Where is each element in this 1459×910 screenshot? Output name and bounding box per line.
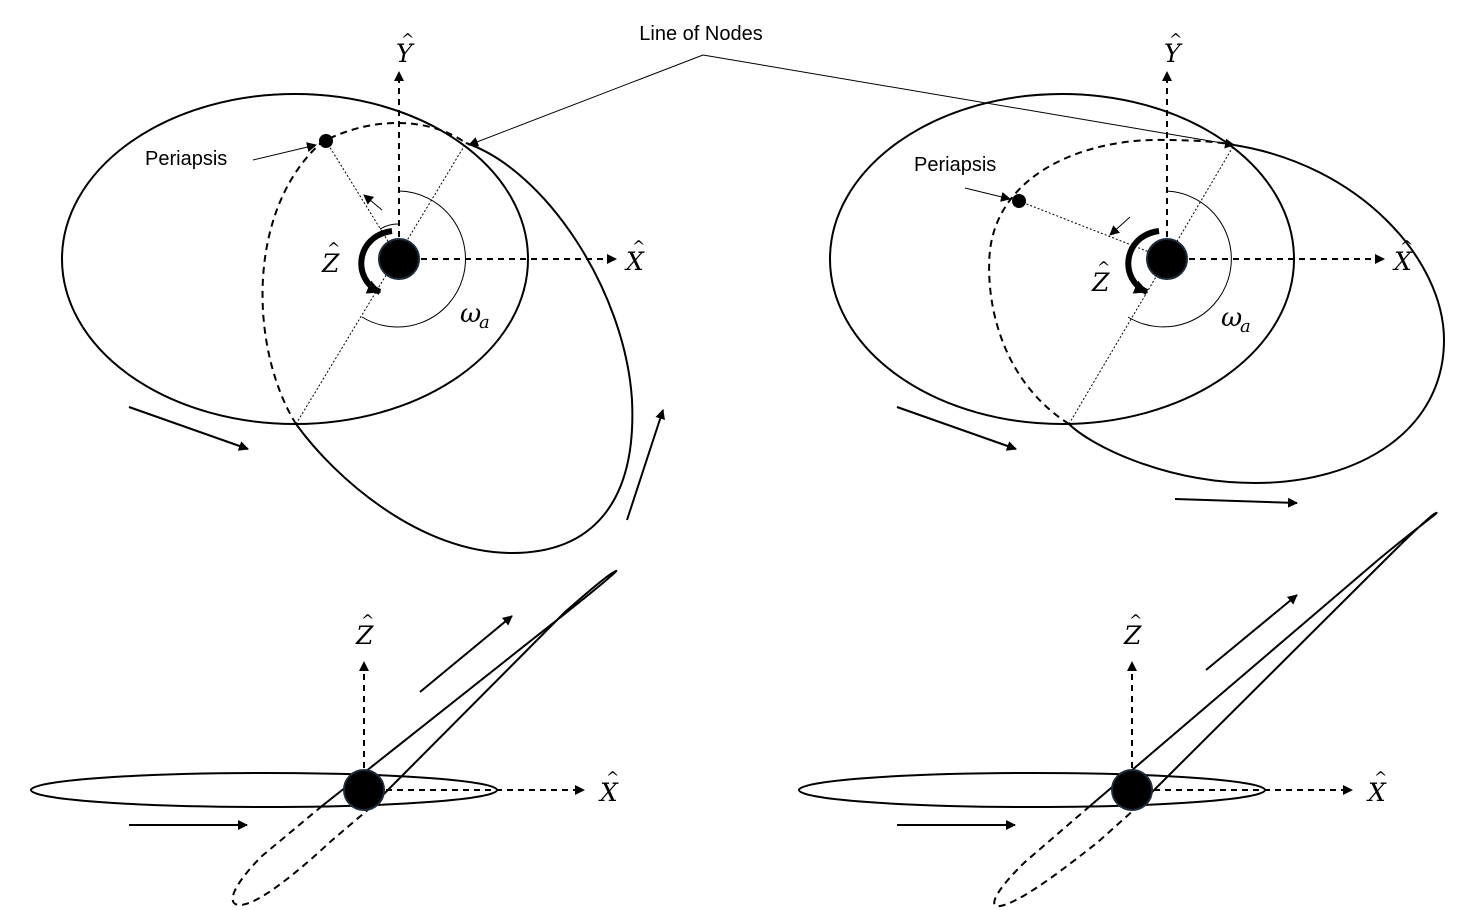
periapsis-label: Periapsis bbox=[145, 148, 227, 170]
z-rotation-arrow bbox=[358, 228, 393, 295]
y-axis-label: Y bbox=[1164, 39, 1183, 68]
z-axis-hat: ^ bbox=[327, 239, 340, 258]
z-axis-hat: ^ bbox=[1097, 258, 1110, 277]
z-axis-label: Z bbox=[321, 249, 340, 278]
inclined-orbit-dashed bbox=[261, 122, 467, 425]
y-axis-hat: ^ bbox=[401, 30, 414, 49]
x-axis-hat: ^ bbox=[1400, 237, 1413, 256]
bottom-right-panel: Z ^ X ^ bbox=[798, 511, 1438, 908]
z-axis-label: Z bbox=[1091, 268, 1110, 297]
top-left-panel: Periapsis Y ^ X ^ Z ^ ω a bbox=[61, 30, 665, 555]
central-body bbox=[1111, 769, 1153, 811]
x-axis-hat: ^ bbox=[606, 768, 619, 787]
line-of-nodes-pointer-right bbox=[702, 54, 1235, 149]
periapsis-point bbox=[1012, 194, 1026, 208]
periapsis-pointer bbox=[964, 187, 1011, 202]
omega-arc bbox=[1127, 190, 1232, 328]
top-right-panel: Periapsis Y ^ X ^ Z ^ ω a bbox=[829, 30, 1446, 508]
periapsis-line bbox=[325, 140, 400, 260]
inclined-motion-arrow bbox=[419, 615, 513, 693]
y-axis-hat: ^ bbox=[1169, 30, 1182, 49]
central-body bbox=[378, 238, 420, 280]
periapsis-label: Periapsis bbox=[914, 154, 996, 176]
angle-pointer bbox=[363, 194, 383, 211]
y-axis-label: Y bbox=[396, 39, 415, 68]
node-angle-arrow bbox=[379, 223, 400, 230]
x-axis-label: X bbox=[1366, 778, 1387, 807]
inclined-orbit-dashed bbox=[231, 805, 371, 907]
z-axis-hat: ^ bbox=[361, 611, 374, 630]
reference-motion-arrow bbox=[128, 406, 249, 451]
inclined-orbit-solid bbox=[1068, 144, 1446, 485]
inclined-orbit-solid bbox=[321, 569, 618, 809]
omega-arc bbox=[361, 190, 466, 328]
omega-label: ω bbox=[460, 299, 481, 329]
bottom-left-panel: Z ^ X ^ bbox=[30, 569, 619, 907]
inclined-orbit-solid bbox=[1089, 511, 1438, 809]
angle-pointer bbox=[1109, 216, 1131, 236]
reference-orbit-edge bbox=[798, 772, 1266, 808]
inclined-orbit-dashed bbox=[993, 805, 1137, 908]
x-axis-label: X bbox=[598, 778, 619, 807]
periapsis-line bbox=[1018, 200, 1168, 260]
x-axis-label: X bbox=[1392, 247, 1413, 276]
inclined-motion-arrow bbox=[1205, 594, 1298, 671]
inclined-orbit-solid bbox=[295, 142, 634, 555]
z-axis-label: Z bbox=[355, 621, 374, 650]
omega-label: ω bbox=[1221, 303, 1242, 333]
reference-orbit-edge bbox=[30, 772, 498, 808]
inclined-motion-arrow bbox=[626, 409, 665, 521]
line-of-nodes bbox=[295, 142, 467, 425]
central-body bbox=[343, 769, 385, 811]
omega-subscript: a bbox=[479, 312, 490, 333]
z-rotation-arrow bbox=[1125, 228, 1160, 295]
x-axis-label: X bbox=[624, 247, 645, 276]
x-axis-hat: ^ bbox=[632, 237, 645, 256]
periapsis-pointer bbox=[252, 142, 317, 161]
inclined-motion-arrow bbox=[1174, 497, 1298, 508]
inclined-orbit-dashed bbox=[988, 138, 1235, 425]
line-of-nodes-label: Line of Nodes bbox=[639, 23, 762, 45]
omega-subscript: a bbox=[1240, 316, 1251, 337]
central-body bbox=[1146, 238, 1188, 280]
x-axis-hat: ^ bbox=[1374, 768, 1387, 787]
reference-motion-arrow bbox=[896, 406, 1017, 451]
z-axis-hat: ^ bbox=[1129, 611, 1142, 630]
periapsis-point bbox=[319, 134, 333, 148]
line-of-nodes-pointer-left bbox=[468, 54, 704, 147]
z-axis-label: Z bbox=[1123, 621, 1142, 650]
